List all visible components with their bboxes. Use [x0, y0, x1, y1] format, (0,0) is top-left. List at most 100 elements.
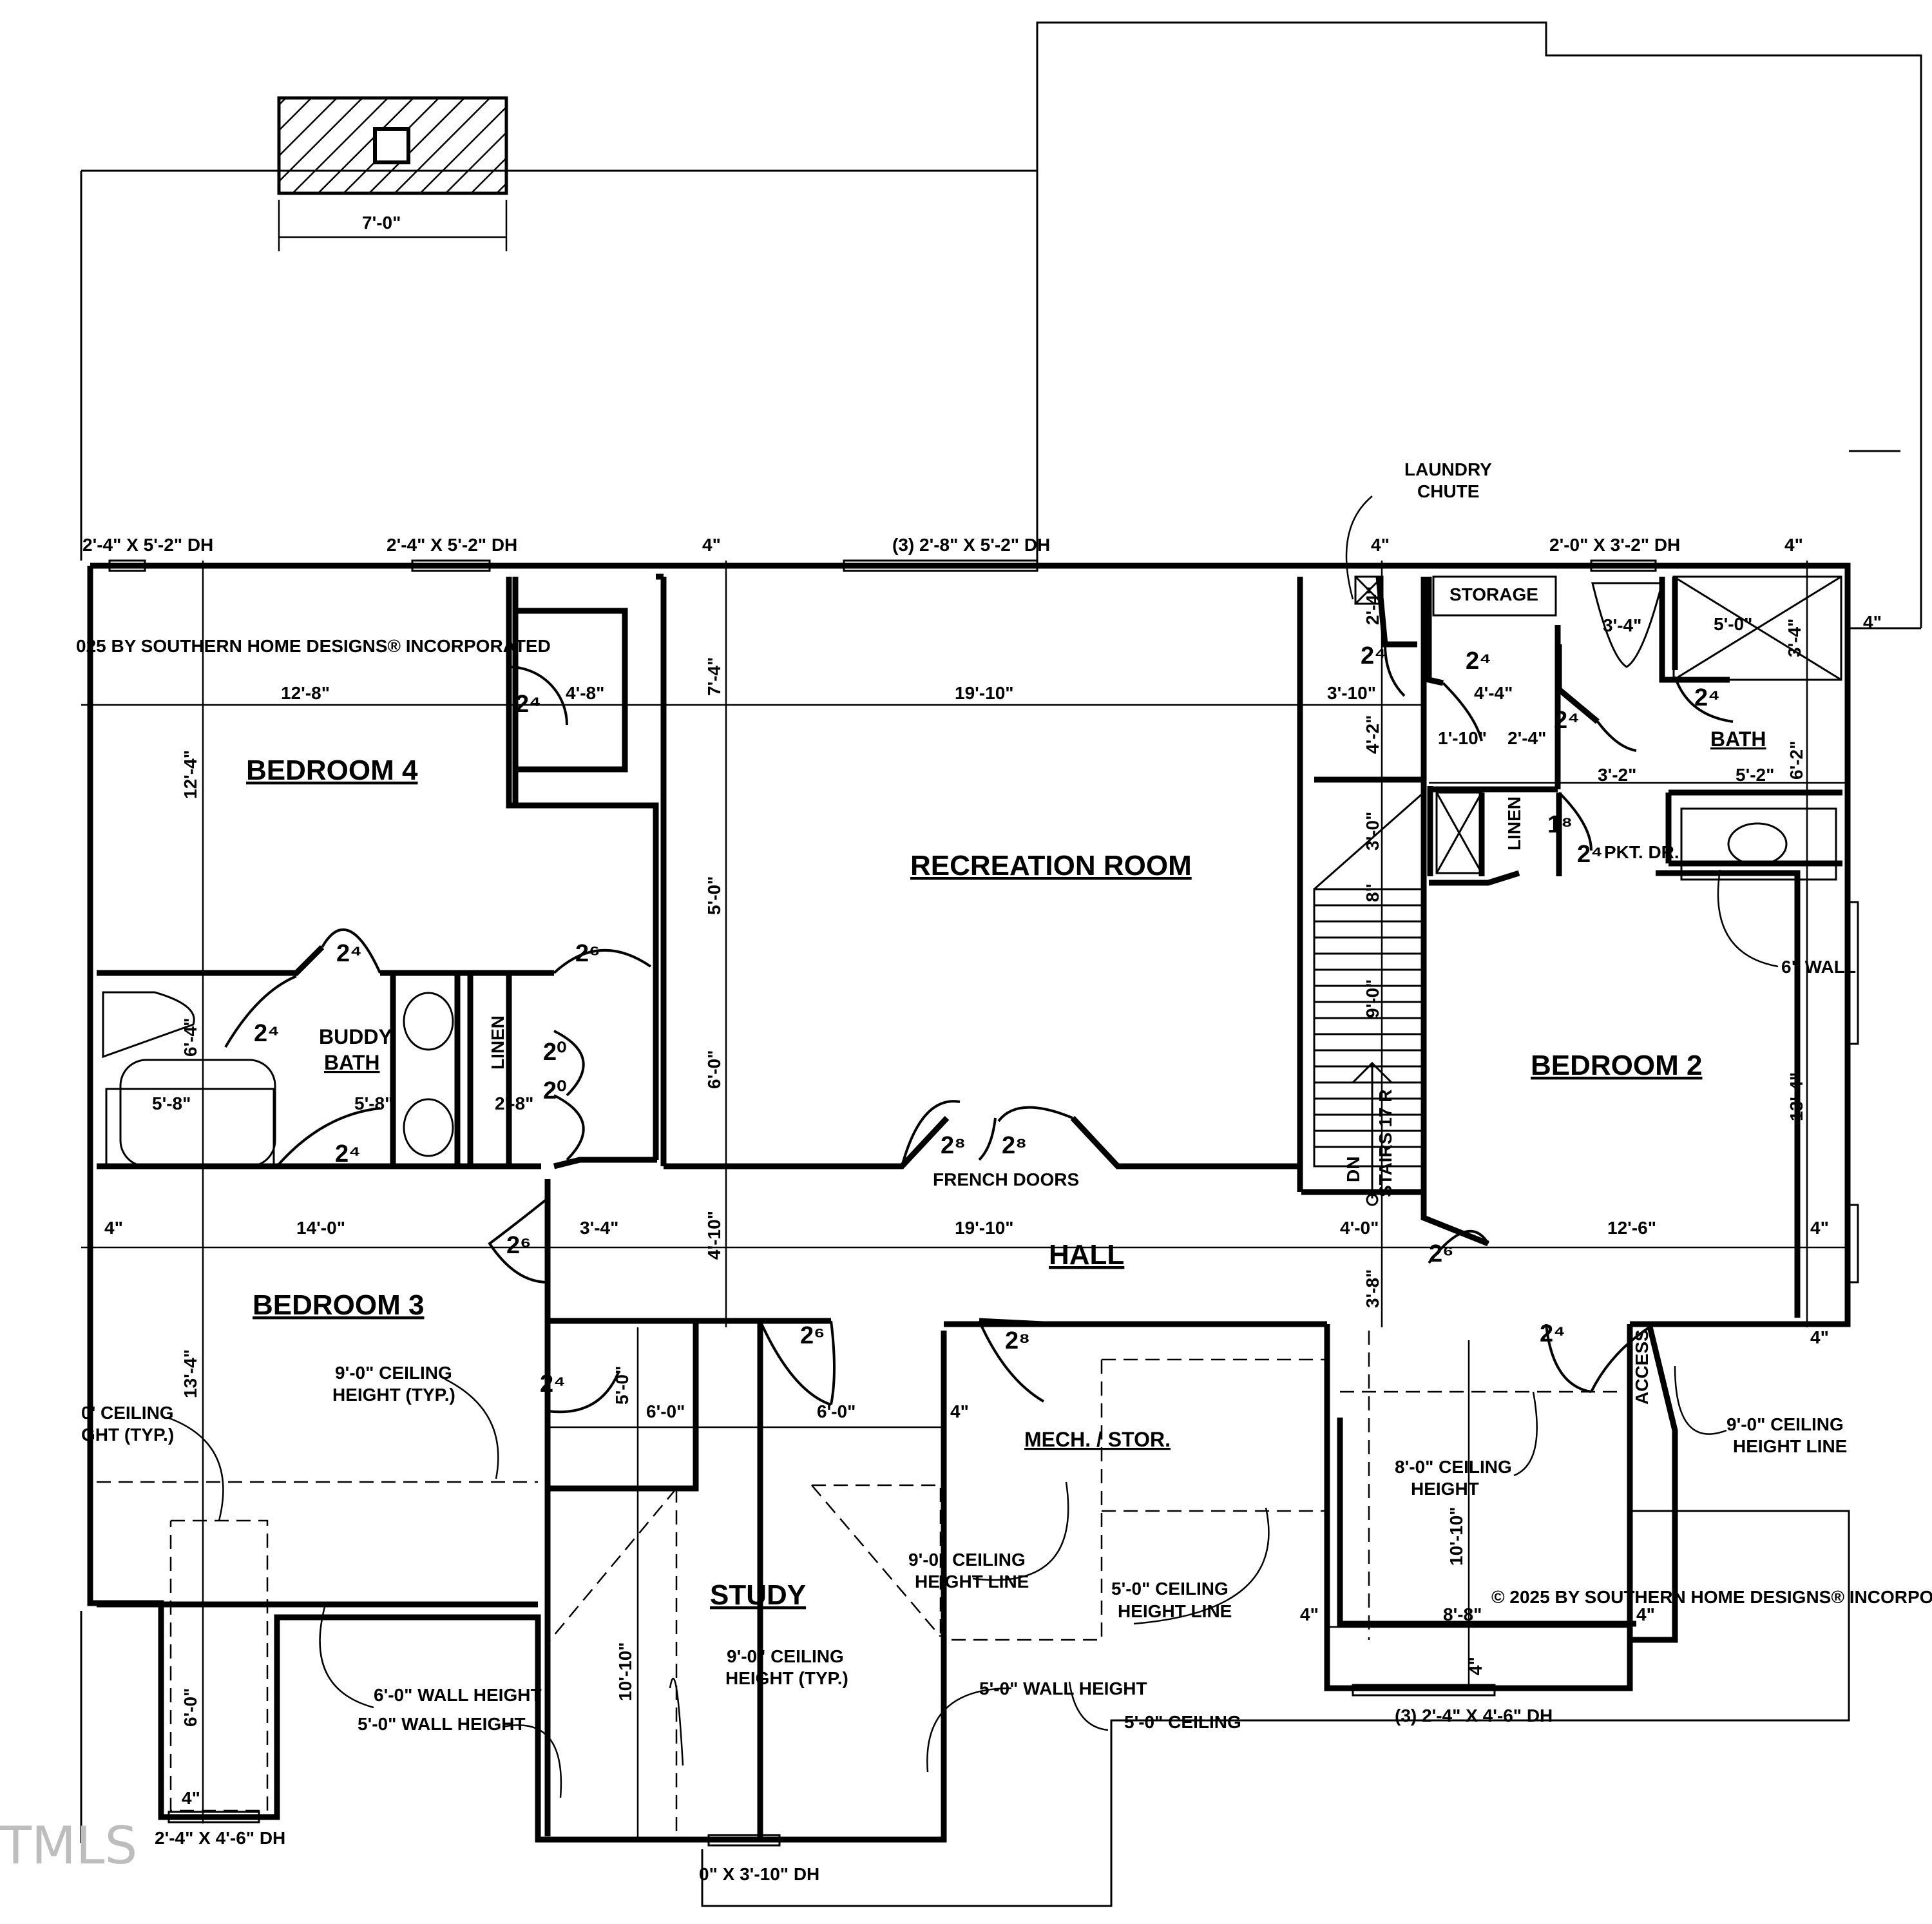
note-wall-height-5a: 5'-0" WALL HEIGHT [358, 1714, 526, 1734]
dim-4-a: 4" [104, 1218, 123, 1238]
dim-4-i: 4" [1863, 612, 1882, 632]
dim-2-4-v: 2'-4" [1363, 586, 1382, 625]
windows [108, 559, 1859, 1847]
fixtures [102, 575, 1842, 1206]
dim-5-8-a: 5'-8" [152, 1093, 191, 1113]
door-label-q: 2⁴ [1361, 642, 1386, 669]
note-ceiling-5a: 5'-0" CEILING [1111, 1579, 1229, 1599]
dim-4-0: 4'-0" [1340, 1218, 1379, 1238]
dim-5-0-v: 5'-0" [704, 876, 724, 915]
door-label-l: 2⁴ [540, 1371, 566, 1398]
dim-4-l: 4" [702, 535, 721, 555]
dim-5-0-s: 5'-0" [612, 1366, 632, 1405]
window-label-5: (3) 2'-4" X 4'-6" DH [1395, 1706, 1553, 1726]
note-6-wall: 6" WALL [1781, 957, 1856, 977]
dim-3-4-c: 3'-4" [580, 1218, 618, 1238]
door-label-t: 1⁸ [1547, 811, 1573, 838]
dim-4-b: 4" [1810, 1218, 1829, 1238]
door-label-a: 2⁴ [515, 691, 541, 718]
door-label-u: 2⁴ [1694, 684, 1720, 711]
dim-4-d: 4" [1300, 1604, 1319, 1624]
dim-3-8: 3'-8" [1363, 1269, 1382, 1308]
door-label-f: 2⁰ [543, 1077, 566, 1104]
roof-outline [80, 21, 1922, 1907]
leader-lines [167, 495, 1779, 1798]
dim-7-0: 7'-0" [362, 213, 401, 233]
door-label-b: 2⁴ [336, 940, 362, 967]
dim-4-8: 4'-8" [566, 683, 604, 703]
room-label-study: STUDY [710, 1579, 806, 1611]
note-ceiling-right-b: HEIGHT LINE [1733, 1436, 1847, 1456]
room-label-bedroom2: BEDROOM 2 [1531, 1050, 1702, 1081]
room-label-bath: BATH [1710, 727, 1766, 751]
dimension-lines [81, 561, 1848, 1840]
room-label-bedroom4: BEDROOM 4 [246, 755, 418, 786]
dim-19-10-b: 19'-10" [955, 1218, 1014, 1238]
note-french-doors: FRENCH DOORS [933, 1169, 1079, 1189]
dim-6-0-v: 6'-0" [704, 1050, 724, 1089]
door-label-d: 2⁴ [254, 1020, 280, 1047]
note-ceiling-right-a: 9'-0" CEILING [1726, 1414, 1844, 1434]
note-ceiling-study-a: 9'-0" CEILING [727, 1646, 844, 1666]
room-label-buddy-bath: BATH [324, 1051, 380, 1074]
note-ceiling-8a: 8'-0" CEILING [1395, 1457, 1512, 1477]
dim-2-4: 2'-4" [1507, 728, 1546, 748]
dim-13-4-b: 13'-4" [1786, 1072, 1806, 1121]
dim-4-2: 4'-2" [1363, 715, 1382, 754]
window-label-3: (3) 2'-8" X 5'-2" DH [892, 535, 1050, 555]
door-label-g: 2⁴ [335, 1140, 361, 1168]
dim-12-6: 12'-6" [1607, 1218, 1656, 1238]
door-label-n: 2⁸ [1005, 1327, 1030, 1354]
window-label-7: 0" X 3'-10" DH [699, 1864, 819, 1884]
dim-6-0-s: 6'-0" [646, 1401, 685, 1421]
dim-6-4: 6'-4" [180, 1018, 200, 1057]
dim-1-10: 1'-10" [1438, 728, 1487, 748]
dim-5-2: 5'-2" [1736, 765, 1774, 785]
window-label-2: 2'-4" X 5'-2" DH [387, 535, 517, 555]
dim-4-f: 4" [1466, 1657, 1486, 1675]
dim-4-k: 4" [1371, 535, 1390, 555]
room-label-linen-right: LINEN [1504, 796, 1524, 851]
dim-3-4-b: 3'-4" [1784, 619, 1804, 657]
note-pocket-door: PKT. DR. [1604, 842, 1679, 862]
flue [373, 127, 410, 164]
note-ceiling-5: 5'-0" CEILING [1124, 1712, 1241, 1732]
door-label-v: 2⁴ [1577, 841, 1603, 868]
door-label-o: 2⁴ [1540, 1320, 1565, 1347]
note-ceiling-left-a: 0' CEILING [81, 1403, 174, 1423]
dim-4-h: 4" [1810, 1327, 1829, 1347]
room-label-storage: STORAGE [1449, 584, 1538, 604]
note-access: ACCESS [1632, 1329, 1652, 1405]
room-label-mech: MECH. / STOR. [1024, 1428, 1171, 1451]
note-chute: CHUTE [1417, 481, 1479, 501]
dim-6-0-b: 6'-0" [180, 1688, 200, 1727]
note-ceiling-mech-a: 9'-0" CEILING [908, 1550, 1026, 1570]
window-label-4: 2'-0" X 3'-2" DH [1549, 535, 1680, 555]
door-label-k: 2⁶ [1429, 1240, 1454, 1267]
dim-5-8-b: 5'-8" [354, 1093, 393, 1113]
dim-10-10-a: 10'-10" [615, 1642, 635, 1701]
window-label-1: 2'-4" X 5'-2" DH [82, 535, 213, 555]
note-dn: DN [1343, 1157, 1363, 1182]
note-ceiling-study-b: HEIGHT (TYP.) [725, 1668, 848, 1688]
dim-8-8: 8'-8" [1443, 1604, 1482, 1624]
door-swings [224, 644, 1734, 1414]
room-label-hall: HALL [1049, 1239, 1124, 1271]
dim-6-0-s2: 6'-0" [817, 1401, 856, 1421]
note-copyright-2: © 2025 BY SOUTHERN HOME DESIGNS® INCORPO… [1491, 1587, 1932, 1607]
dim-4-j: 4" [1784, 535, 1803, 555]
note-copyright-1: 025 BY SOUTHERN HOME DESIGNS® INCORPORAT… [76, 636, 551, 656]
dim-3-2: 3'-2" [1598, 765, 1636, 785]
room-label-recreation: RECREATION ROOM [910, 850, 1192, 881]
door-label-r: 2⁴ [1466, 648, 1491, 675]
door-label-s: 2⁴ [1554, 707, 1580, 734]
dim-5-0: 5'-0" [1714, 614, 1752, 634]
ceiling-lines [97, 1331, 1623, 1836]
door-label-e: 2⁰ [543, 1039, 566, 1066]
note-ceiling-5b: HEIGHT LINE [1118, 1601, 1232, 1621]
note-laundry: LAUNDRY [1404, 459, 1492, 479]
window-label-6: 2'-4" X 4'-6" DH [155, 1828, 285, 1848]
note-ceiling-mech-b: HEIGHT LINE [915, 1572, 1029, 1592]
